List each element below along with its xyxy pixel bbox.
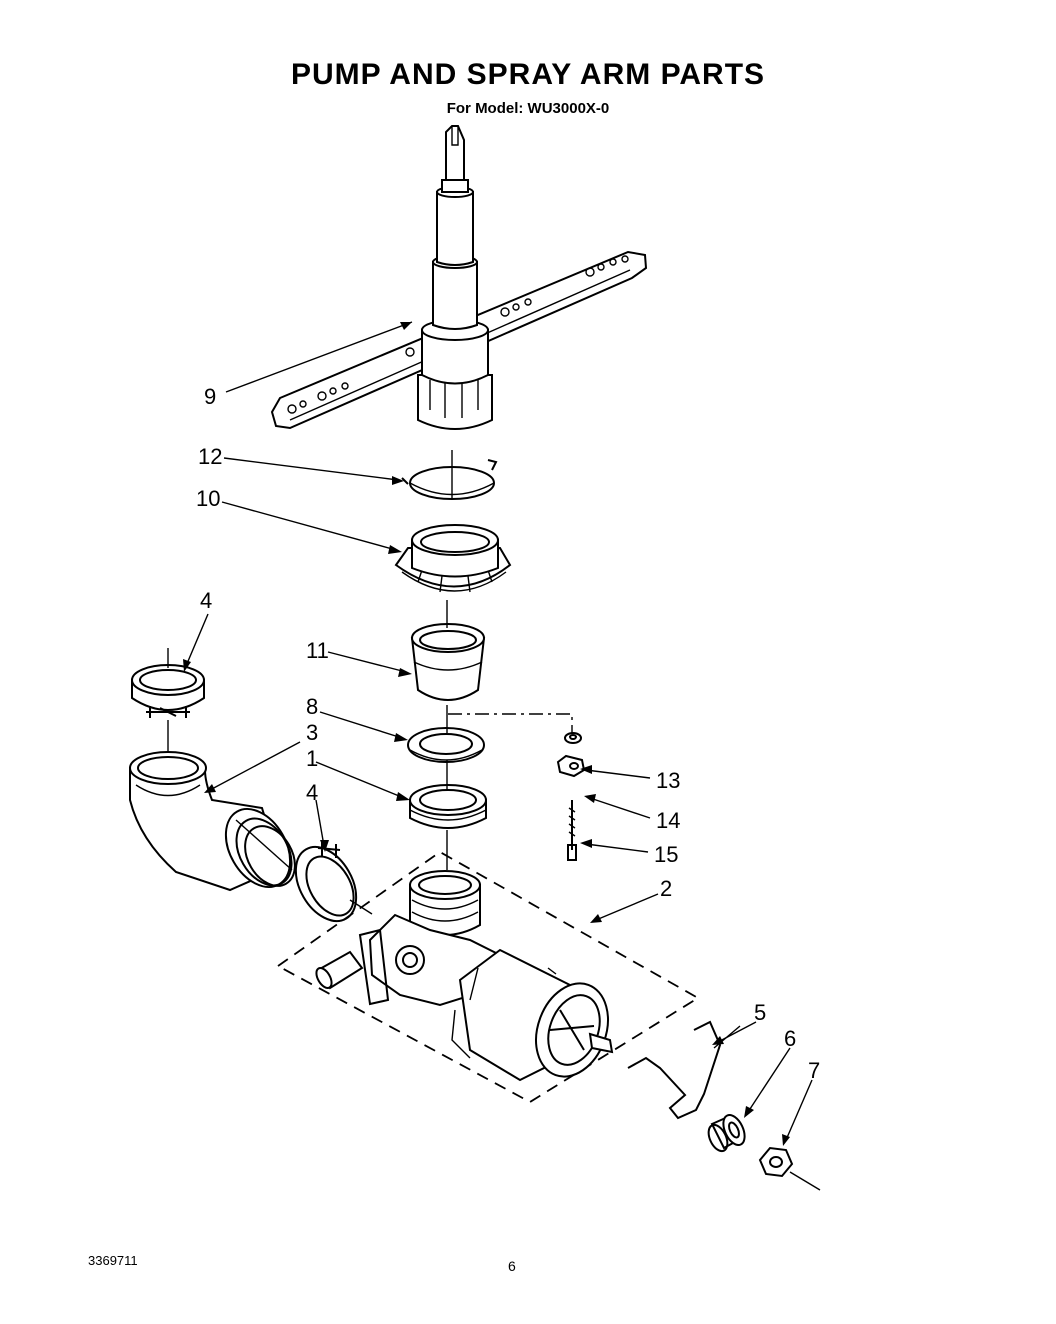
callout-15: 15 bbox=[654, 842, 678, 867]
callout-12: 12 bbox=[198, 444, 222, 469]
callout-6: 6 bbox=[784, 1026, 796, 1051]
hex-nut bbox=[758, 1146, 821, 1191]
callout-2: 2 bbox=[660, 876, 672, 901]
filter-cup bbox=[410, 623, 486, 701]
callout-labels: 9 12 10 4 11 8 3 1 4 13 14 15 2 5 6 7 bbox=[196, 384, 820, 1083]
callout-10: 10 bbox=[196, 486, 220, 511]
spray-arm-assembly bbox=[270, 125, 648, 430]
model-subtitle: For Model: WU3000X-0 bbox=[446, 100, 610, 117]
callout-11: 11 bbox=[306, 638, 329, 663]
bushing bbox=[707, 1114, 746, 1153]
page-title: PUMP AND SPRAY ARM PARTS bbox=[290, 58, 766, 91]
fastener-hardware bbox=[448, 713, 586, 861]
elbow-hose bbox=[129, 744, 296, 892]
retaining-ring bbox=[401, 450, 498, 500]
callout-13: 13 bbox=[656, 768, 680, 793]
callout-4-upper: 4 bbox=[200, 588, 212, 613]
spray-arm-mount bbox=[394, 524, 512, 593]
callout-8: 8 bbox=[306, 694, 318, 719]
callout-3: 3 bbox=[306, 720, 318, 745]
document-part-number: 3369711 bbox=[88, 1253, 138, 1268]
callout-4-lower: 4 bbox=[306, 780, 318, 805]
callout-7: 7 bbox=[808, 1058, 820, 1083]
hose-clamp-lower bbox=[294, 842, 373, 922]
hose-clamp-upper bbox=[131, 648, 205, 744]
callout-9: 9 bbox=[204, 384, 216, 409]
callout-5: 5 bbox=[754, 1000, 766, 1025]
page-number: 6 bbox=[508, 1258, 516, 1274]
seal-ring bbox=[407, 727, 485, 763]
pump-motor-assembly bbox=[276, 850, 700, 1104]
callout-leaders bbox=[183, 321, 813, 1146]
callout-1: 1 bbox=[306, 746, 318, 771]
callout-14: 14 bbox=[656, 808, 680, 833]
wire-clip bbox=[627, 1020, 741, 1120]
pump-gasket bbox=[409, 784, 487, 829]
